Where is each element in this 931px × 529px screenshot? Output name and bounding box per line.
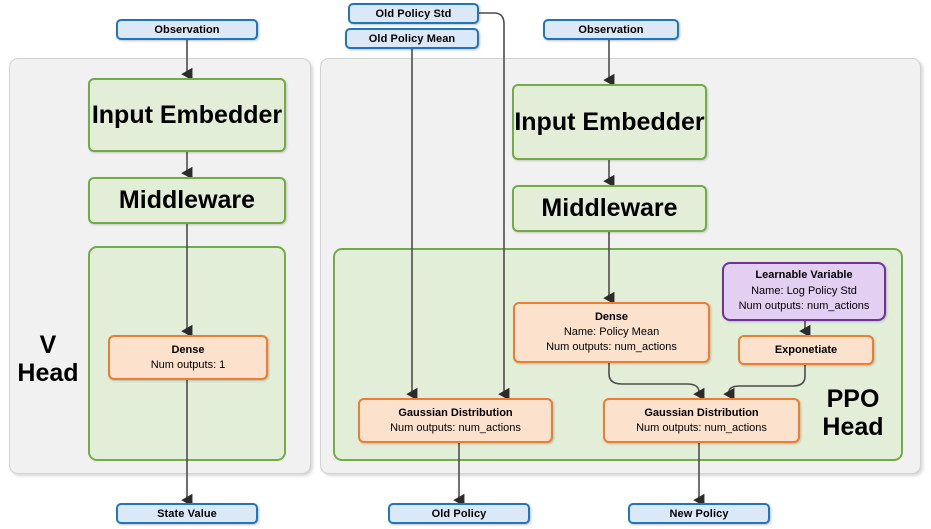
ppo-learnable-variable-title: Learnable Variable <box>755 269 853 282</box>
output-new-policy[interactable]: New Policy <box>628 503 770 524</box>
ppo-gaussian-new-title: Gaussian Distribution <box>644 406 759 419</box>
ppo-gaussian-new[interactable]: Gaussian Distribution Num outputs: num_a… <box>603 398 800 443</box>
ppo-gaussian-new-num-outputs: Num outputs: num_actions <box>636 421 767 434</box>
ppo-dense-policy-mean[interactable]: Dense Name: Policy Mean Num outputs: num… <box>513 302 710 363</box>
output-state-value[interactable]: State Value <box>116 503 258 524</box>
output-new-policy-label: New Policy <box>669 507 729 520</box>
ppo-exponentiate[interactable]: Exponetiate <box>738 335 874 365</box>
ppo-input-embedder-label: Input Embedder <box>514 107 705 136</box>
input-observation-v-label: Observation <box>154 23 220 36</box>
ppo-gaussian-old-num-outputs: Num outputs: num_actions <box>390 421 521 434</box>
output-old-policy[interactable]: Old Policy <box>388 503 530 524</box>
v-middleware[interactable]: Middleware <box>88 177 286 224</box>
input-observation-v[interactable]: Observation <box>116 19 258 40</box>
input-old-policy-std[interactable]: Old Policy Std <box>348 3 479 24</box>
v-middleware-label: Middleware <box>118 186 256 214</box>
v-dense[interactable]: Dense Num outputs: 1 <box>108 335 268 380</box>
ppo-learnable-variable-num-outputs: Num outputs: num_actions <box>738 300 870 313</box>
input-old-policy-mean-label: Old Policy Mean <box>368 32 456 45</box>
v-input-embedder-label: Input Embedder <box>91 100 283 129</box>
v-dense-title: Dense <box>171 343 205 356</box>
input-observation-ppo[interactable]: Observation <box>543 19 679 40</box>
ppo-dense-policy-mean-num-outputs: Num outputs: num_actions <box>546 340 677 353</box>
ppo-dense-policy-mean-title: Dense <box>594 311 629 324</box>
output-old-policy-label: Old Policy <box>431 507 487 520</box>
ppo-gaussian-old[interactable]: Gaussian Distribution Num outputs: num_a… <box>358 398 553 443</box>
ppo-head-label: PPO Head <box>822 385 884 441</box>
ppo-input-embedder[interactable]: Input Embedder <box>512 84 707 160</box>
v-dense-num-outputs: Num outputs: 1 <box>150 358 226 371</box>
input-old-policy-mean[interactable]: Old Policy Mean <box>345 28 479 49</box>
ppo-dense-policy-mean-name: Name: Policy Mean <box>563 326 660 339</box>
ppo-learnable-variable[interactable]: Learnable Variable Name: Log Policy Std … <box>722 262 886 321</box>
input-observation-ppo-label: Observation <box>578 23 644 36</box>
output-state-value-label: State Value <box>157 507 217 520</box>
ppo-gaussian-old-title: Gaussian Distribution <box>398 406 513 419</box>
ppo-exponentiate-title: Exponetiate <box>774 343 838 356</box>
v-head-label: V Head <box>17 331 79 387</box>
v-input-embedder[interactable]: Input Embedder <box>88 78 286 152</box>
input-old-policy-std-label: Old Policy Std <box>375 7 452 20</box>
ppo-middleware-label: Middleware <box>541 194 678 222</box>
ppo-learnable-variable-name: Name: Log Policy Std <box>751 284 857 297</box>
ppo-middleware[interactable]: Middleware <box>512 185 707 232</box>
